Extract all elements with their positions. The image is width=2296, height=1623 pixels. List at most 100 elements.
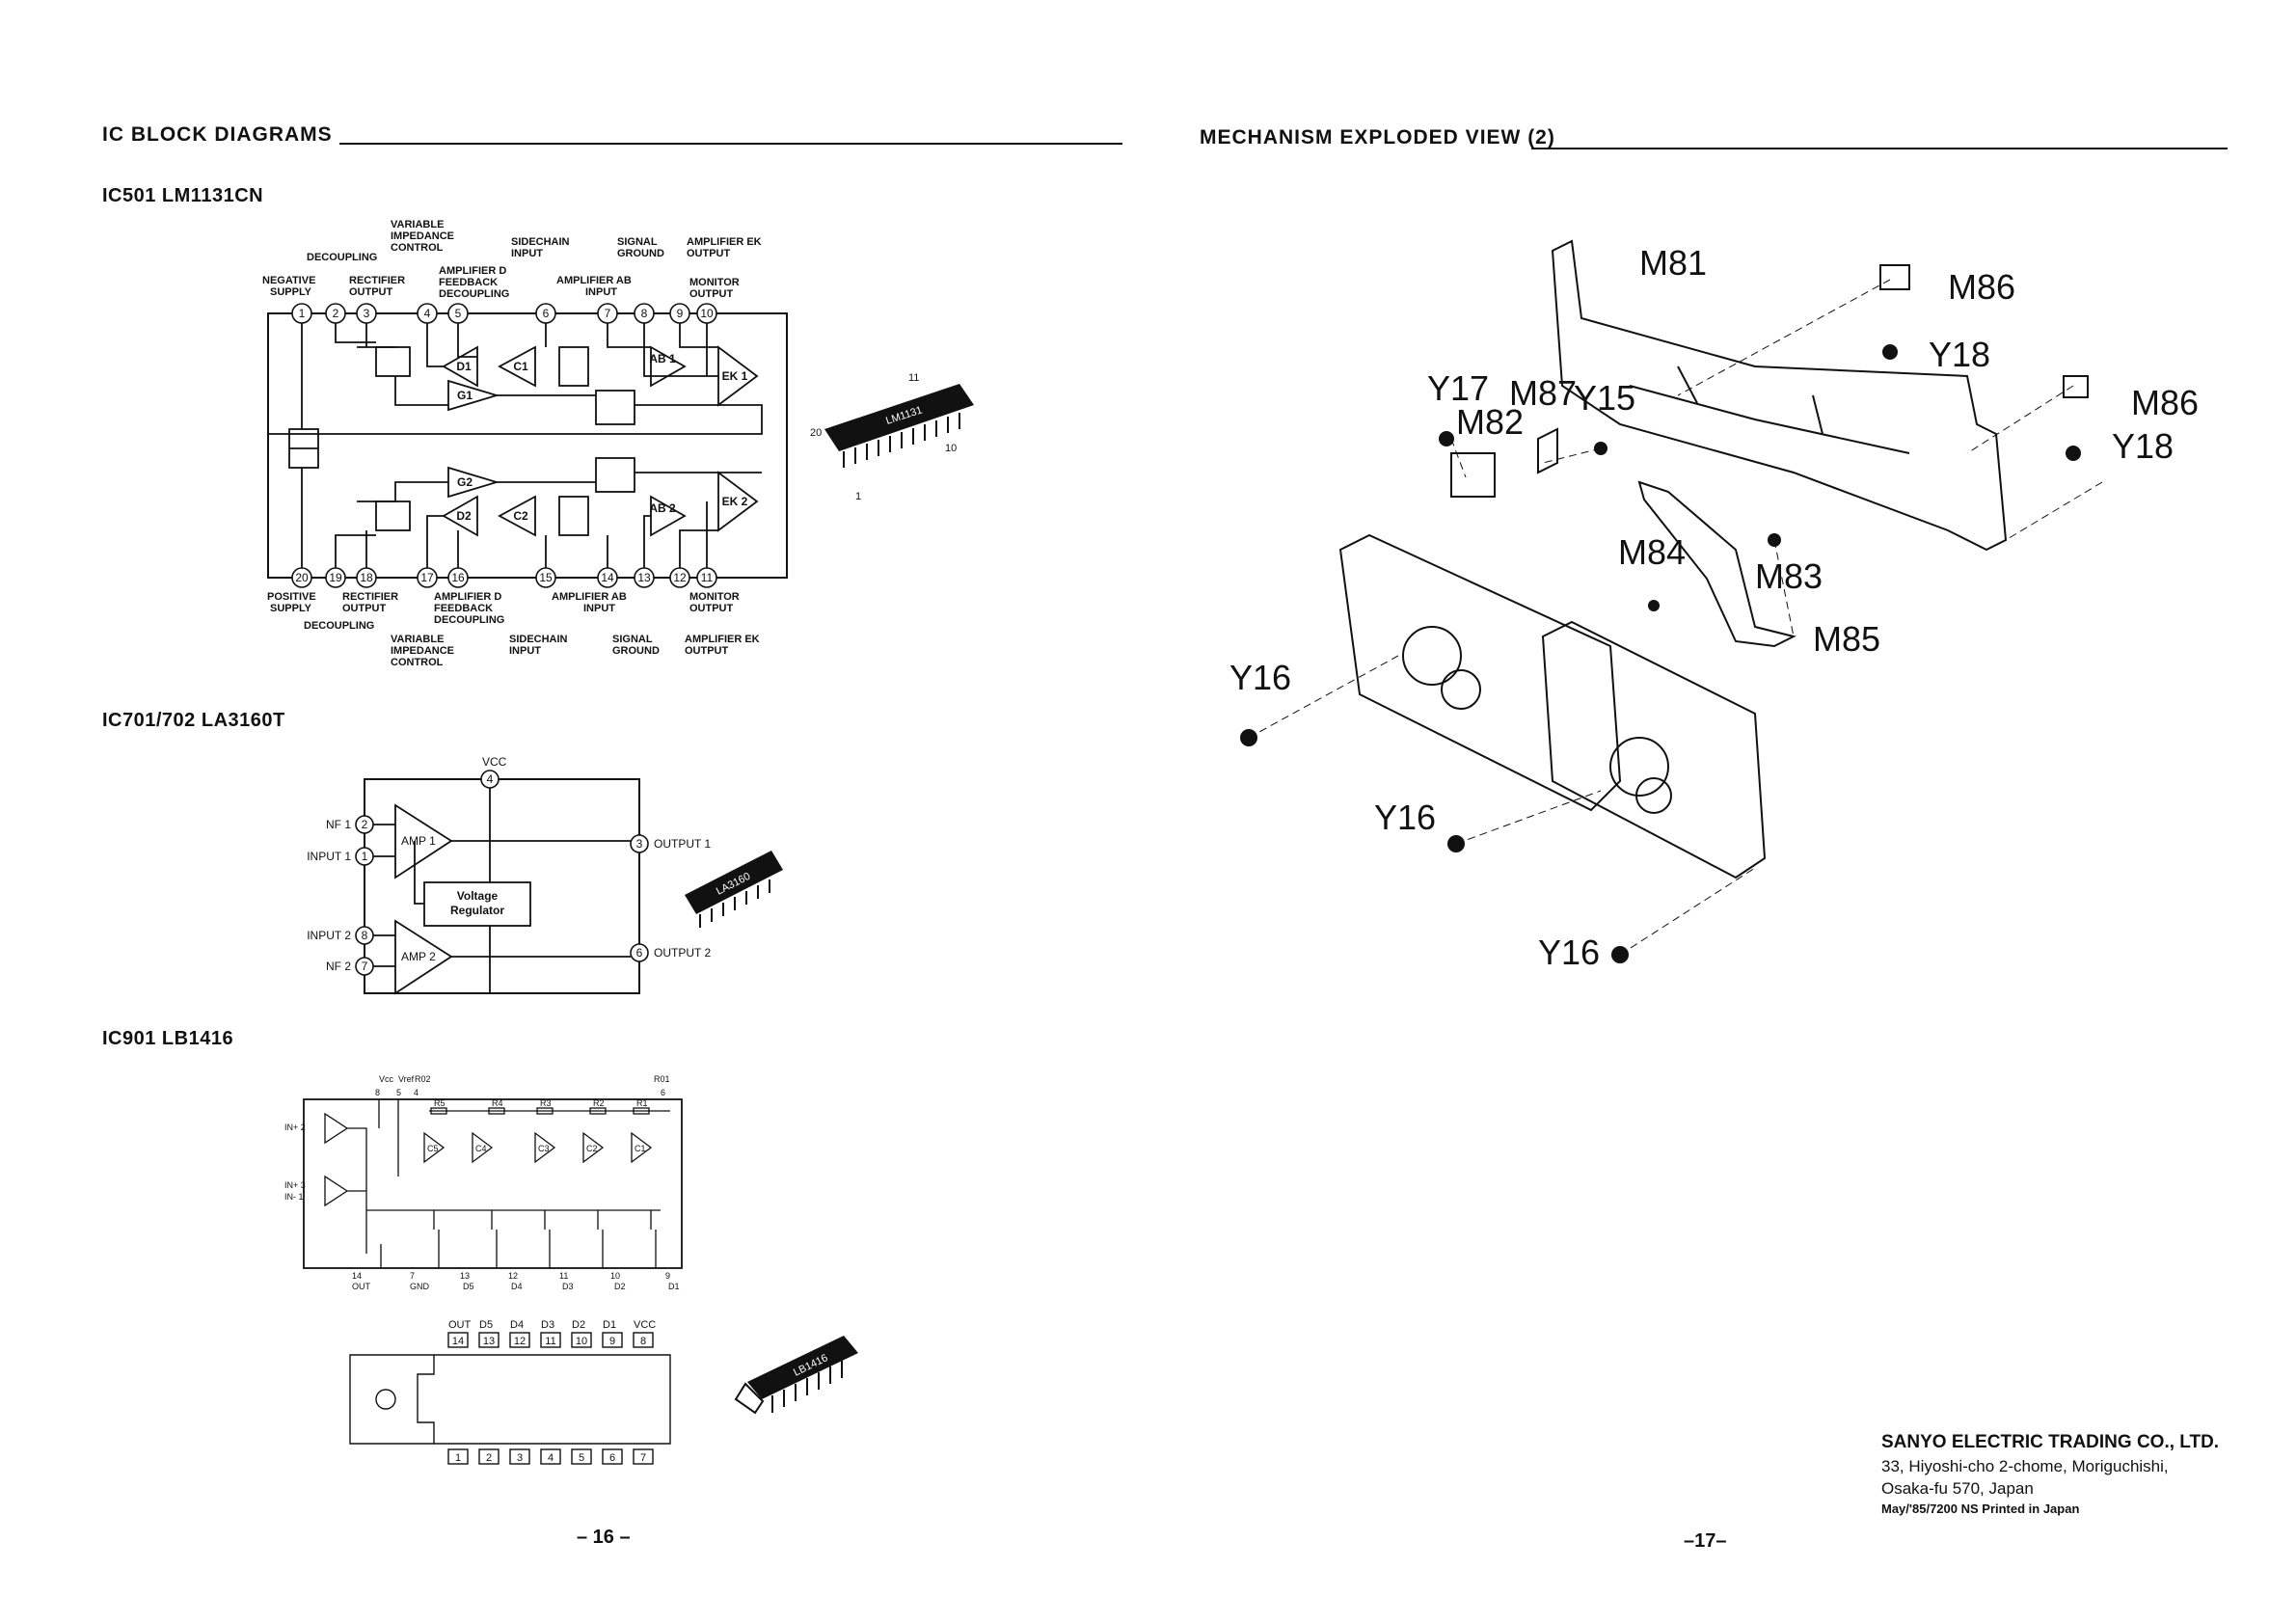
svg-text:19: 19 — [329, 571, 342, 584]
svg-text:D3: D3 — [541, 1319, 554, 1331]
svg-text:9: 9 — [609, 1336, 615, 1347]
svg-text:DECOUPLING: DECOUPLING — [434, 614, 504, 626]
label-y17: Y17 — [1427, 368, 1489, 408]
svg-text:1: 1 — [362, 850, 368, 863]
label-y16-c: Y16 — [1538, 933, 1600, 972]
label-m86-b: M86 — [2131, 383, 2199, 422]
svg-text:SUPPLY: SUPPLY — [270, 603, 312, 614]
svg-text:AMPLIFIER EK: AMPLIFIER EK — [685, 634, 760, 645]
svg-text:D2: D2 — [456, 509, 472, 523]
svg-text:AB 2: AB 2 — [649, 501, 676, 515]
svg-text:3: 3 — [636, 837, 643, 851]
svg-text:7: 7 — [605, 307, 611, 320]
svg-text:D1: D1 — [603, 1319, 616, 1331]
svg-text:12: 12 — [673, 571, 687, 584]
svg-text:Vcc: Vcc — [379, 1074, 394, 1084]
svg-text:20: 20 — [295, 571, 309, 584]
svg-text:INPUT 2: INPUT 2 — [307, 929, 351, 942]
ic901-package-image: LB1416 — [734, 1336, 858, 1415]
svg-text:INPUT 1: INPUT 1 — [307, 850, 351, 863]
svg-text:11: 11 — [701, 571, 714, 584]
svg-text:AMPLIFIER EK: AMPLIFIER EK — [687, 236, 762, 248]
svg-text:C2: C2 — [513, 509, 528, 523]
svg-text:D1: D1 — [668, 1282, 680, 1291]
label-m81: M81 — [1639, 243, 1707, 283]
svg-text:AMP 2: AMP 2 — [401, 950, 436, 963]
svg-text:GROUND: GROUND — [617, 248, 664, 259]
svg-text:OUT: OUT — [352, 1282, 371, 1291]
svg-text:R2: R2 — [593, 1098, 605, 1108]
ic501-package-image: LM1131 11 20 10 1 — [810, 372, 974, 502]
svg-text:4: 4 — [487, 772, 494, 786]
svg-text:8: 8 — [641, 307, 648, 320]
svg-text:INPUT: INPUT — [511, 248, 543, 259]
svg-text:13: 13 — [483, 1336, 495, 1347]
svg-text:VCC: VCC — [634, 1319, 656, 1331]
svg-text:SIDECHAIN: SIDECHAIN — [511, 236, 570, 248]
ic701-title: IC701/702 LA3160T — [102, 710, 285, 731]
svg-text:SIGNAL: SIGNAL — [617, 236, 658, 248]
svg-text:7: 7 — [640, 1452, 646, 1464]
svg-text:C4: C4 — [475, 1144, 487, 1153]
svg-text:MONITOR: MONITOR — [689, 591, 740, 603]
svg-text:15: 15 — [539, 571, 553, 584]
svg-text:DECOUPLING: DECOUPLING — [439, 288, 509, 300]
svg-text:16: 16 — [451, 571, 465, 584]
label-m82: M82 — [1456, 402, 1524, 442]
svg-text:8: 8 — [640, 1336, 646, 1347]
svg-text:R02: R02 — [415, 1074, 431, 1084]
svg-text:4: 4 — [548, 1452, 554, 1464]
label-m83: M83 — [1755, 556, 1823, 596]
svg-text:NEGATIVE: NEGATIVE — [262, 275, 315, 286]
svg-text:GROUND: GROUND — [612, 645, 660, 657]
mechanism-exploded-view: M81 M86 Y18 M86 Y18 Y17 M87 Y15 M82 M84 … — [1229, 239, 2199, 972]
svg-text:GND: GND — [410, 1282, 430, 1291]
svg-text:R01: R01 — [654, 1074, 670, 1084]
ic901-pinout: OUT D5 D4 D3 D2 D1 VCC 14 13 12 11 10 9 … — [349, 1319, 858, 1465]
svg-text:4: 4 — [414, 1088, 419, 1097]
ic701-package-image: LA3160 — [685, 851, 783, 928]
right-title-rule — [1531, 148, 2228, 149]
svg-text:6: 6 — [609, 1452, 615, 1464]
svg-text:INPUT: INPUT — [509, 645, 541, 657]
svg-text:D4: D4 — [510, 1319, 524, 1331]
svg-text:6: 6 — [636, 946, 643, 960]
svg-text:6: 6 — [661, 1088, 665, 1097]
svg-text:C5: C5 — [427, 1144, 439, 1153]
svg-text:AMP 1: AMP 1 — [401, 834, 436, 848]
svg-text:OUTPUT 2: OUTPUT 2 — [654, 946, 711, 960]
svg-text:R1: R1 — [636, 1098, 648, 1108]
svg-text:RECTIFIER: RECTIFIER — [342, 591, 398, 603]
ic501-title: IC501 LM1131CN — [102, 185, 264, 206]
svg-text:Regulator: Regulator — [450, 904, 504, 917]
svg-text:1: 1 — [299, 307, 306, 320]
svg-text:IMPEDANCE: IMPEDANCE — [391, 230, 454, 242]
svg-text:8: 8 — [362, 929, 368, 942]
svg-text:C3: C3 — [538, 1144, 550, 1153]
svg-text:5: 5 — [579, 1452, 584, 1464]
svg-text:2: 2 — [486, 1452, 492, 1464]
svg-text:9: 9 — [665, 1271, 670, 1281]
svg-text:18: 18 — [360, 571, 373, 584]
svg-text:INPUT: INPUT — [583, 603, 615, 614]
svg-text:7: 7 — [362, 960, 368, 973]
svg-text:14: 14 — [601, 571, 614, 584]
svg-text:17: 17 — [420, 571, 434, 584]
svg-text:IN+ 3: IN+ 3 — [284, 1180, 306, 1190]
svg-text:FEEDBACK: FEEDBACK — [439, 277, 498, 288]
svg-text:12: 12 — [508, 1271, 518, 1281]
left-page-number: – 16 – — [577, 1527, 631, 1548]
svg-text:RECTIFIER: RECTIFIER — [349, 275, 405, 286]
ic501-label-var-imp-1: VARIABLE — [391, 219, 444, 230]
svg-text:C1: C1 — [635, 1144, 646, 1153]
label-y18-b: Y18 — [2112, 426, 2174, 466]
company-address-1: 33, Hiyoshi-cho 2-chome, Moriguchishi, — [1881, 1457, 2169, 1475]
svg-text:D3: D3 — [562, 1282, 574, 1291]
svg-text:6: 6 — [543, 307, 550, 320]
svg-text:CONTROL: CONTROL — [391, 242, 444, 254]
svg-text:AMPLIFIER AB: AMPLIFIER AB — [552, 591, 627, 603]
svg-text:R4: R4 — [492, 1098, 503, 1108]
svg-text:R5: R5 — [434, 1098, 446, 1108]
print-note: May/'85/7200 NS Printed in Japan — [1881, 1501, 2080, 1516]
label-y16-a: Y16 — [1229, 658, 1291, 697]
